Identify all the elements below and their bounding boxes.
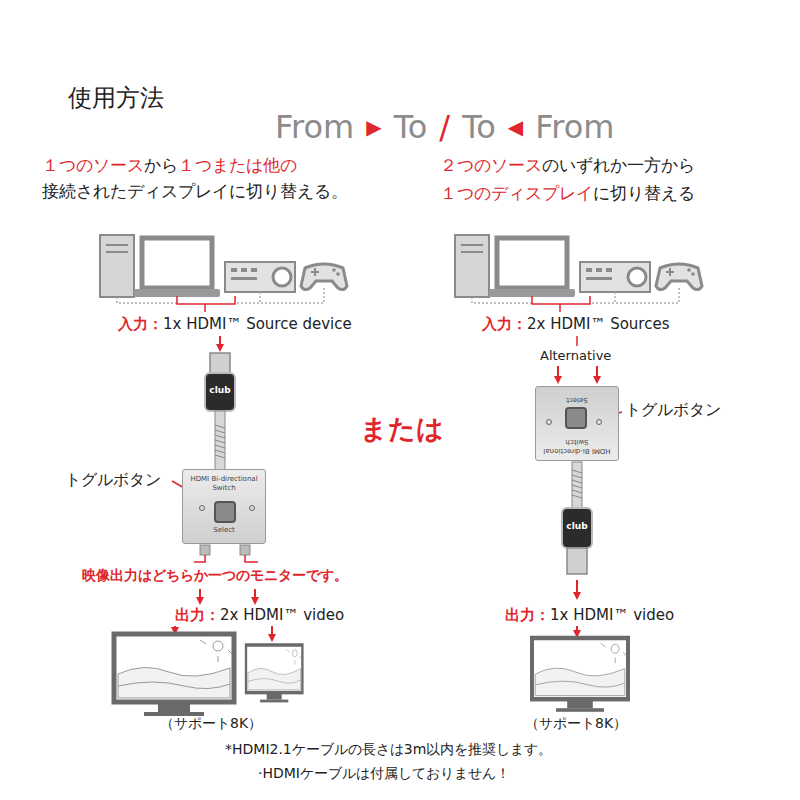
label: 出力： <box>505 606 550 624</box>
label: *HDMI2.1ケーブルの長さは3m以内を推奨します。 <box>225 741 552 757</box>
led <box>199 505 205 511</box>
label: 2x HDMI™ Sources <box>527 315 670 333</box>
label: 入力： <box>482 315 527 333</box>
label: トグルボタン <box>65 470 161 489</box>
label: のいずれか一方から <box>542 155 695 175</box>
toggle-button <box>565 408 587 430</box>
label: 1x HDMI™ video <box>550 606 674 624</box>
text-line: Alternative <box>540 347 611 363</box>
label: から <box>144 155 178 175</box>
text-line: 入力：2x HDMI™ Sources <box>482 314 670 333</box>
led <box>546 420 552 426</box>
led <box>249 505 255 511</box>
text-line: トグルボタン <box>625 399 721 419</box>
label: （サポート8K） <box>160 715 262 731</box>
label: 出力： <box>175 606 220 624</box>
button-label: Select <box>540 397 614 405</box>
text-line: 入力：1x HDMI™ Source device <box>118 314 352 333</box>
led <box>596 420 602 426</box>
label: ２つのソース <box>440 155 542 175</box>
text-line: トグルボタン <box>65 469 161 489</box>
text-line: または <box>360 412 444 446</box>
text-line: １つのソースから１つまたは他の <box>42 154 297 175</box>
label: トグルボタン <box>625 400 721 419</box>
text-line: 出力：1x HDMI™ video <box>505 605 674 624</box>
title: 使用方法 <box>68 84 164 113</box>
logo-text: club <box>205 385 235 396</box>
label: 接続されたディスプレイに切り替える。 <box>42 181 348 201</box>
label: To <box>394 108 428 146</box>
label: １つのディスプレイ <box>440 183 593 203</box>
button-row <box>540 408 614 432</box>
toggle-button <box>214 501 236 523</box>
device-name: HDMI Bi-directional Switch <box>187 475 261 493</box>
switch-box: HDMI Bi-directional Switch Select <box>535 386 619 461</box>
label: または <box>360 413 444 444</box>
text-line: 映像出力はどちらか一つのモニターです。 <box>82 566 348 583</box>
device-name: HDMI Bi-directional Switch <box>540 438 614 456</box>
label: 1x HDMI™ Source device <box>163 315 352 333</box>
label: に切り替える <box>593 183 695 203</box>
label: １つまたは他の <box>178 155 297 175</box>
label: Alternative <box>540 348 611 363</box>
text-line: １つのディスプレイに切り替える <box>440 182 695 203</box>
label: ◀ <box>508 115 523 139</box>
text-line: *HDMI2.1ケーブルの長さは3m以内を推奨します。 <box>225 740 552 757</box>
label: 入力： <box>118 315 163 333</box>
text-line: （サポート8K） <box>525 714 627 731</box>
label: １つのソース <box>42 155 144 175</box>
label: 2x HDMI™ video <box>220 606 344 624</box>
header: From ▶ To / To ◀ From <box>275 106 615 146</box>
label: （サポート8K） <box>525 715 627 731</box>
button-label: Select <box>187 526 261 534</box>
text-line: ·HDMIケーブルは付属しておりません！ <box>258 764 510 781</box>
label: / <box>439 108 450 146</box>
button-row <box>187 499 261 523</box>
text-line: （サポート8K） <box>160 714 262 731</box>
label: To <box>462 108 496 146</box>
text-line: 接続されたディスプレイに切り替える。 <box>42 180 348 201</box>
label: From <box>535 108 614 146</box>
label: From <box>275 108 354 146</box>
text-line: 出力：2x HDMI™ video <box>175 605 344 624</box>
logo-text: club <box>562 521 592 532</box>
text-line: ２つのソースのいずれか一方から <box>440 154 695 175</box>
label: 映像出力はどちらか一つのモニターです。 <box>82 567 348 583</box>
label: ·HDMIケーブルは付属しておりません！ <box>258 765 510 781</box>
label: ▶ <box>366 115 381 139</box>
switch-box: HDMI Bi-directional SwitchSelect <box>182 469 266 544</box>
